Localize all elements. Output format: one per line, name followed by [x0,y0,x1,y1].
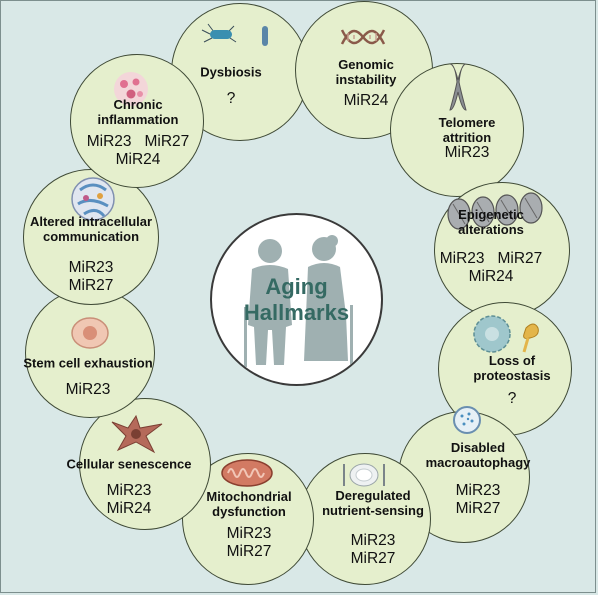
mirna-label: MiR23 [226,525,272,542]
inflammation-icon [110,70,152,113]
hallmark-title: Cellular senescence [66,457,191,472]
hallmark-mirna-list: MiR23 [66,381,111,399]
hallmark-title-line: Genomic [338,57,394,72]
elderly-couple-icon [244,235,353,367]
center-title: Aging Hallmarks [244,274,349,326]
hallmark-title-line: Loss of [488,353,536,368]
mirna-label: MiR23 MiR27 [86,133,190,150]
hallmark-title-line: Altered intracellular [29,214,153,229]
hallmark-title-line: Epigenetic [458,207,524,222]
mirna-label: MiR24 [468,268,514,285]
hallmark-mirna-list: ? [227,90,236,108]
mirna-label: MiR24 [343,92,389,109]
hallmark-mirna-list: MiR24 [344,92,389,110]
senescent-cell-icon [108,412,166,459]
hallmark-title-line: communication [42,229,140,244]
mirna-label: MiR23 [444,144,490,161]
mirna-label: MiR27 [350,550,396,567]
protein-aggregate-icon [470,312,544,361]
hallmark-title-line: Cellular senescence [66,456,192,472]
mirna-label: MiR24 [115,151,161,168]
hallmark-title-line: Mitochondrial [206,489,292,504]
hallmark-cellular-senescence [79,398,211,530]
mitochondrion-icon [220,458,274,493]
dna-icon [340,26,386,53]
mirna-label: MiR27 [455,500,501,517]
hallmark-title-line: Stem cell exhaustion [23,355,153,371]
hallmark-title-line: Telomere [438,115,496,130]
hallmark-title: Dysbiosis [200,65,261,80]
hallmark-title-line: alterations [458,222,524,237]
mirna-label: MiR23 [350,532,396,549]
hallmark-title-line: macroautophagy [425,455,531,470]
hallmark-title-line: Disabled [450,440,506,455]
chromosome-icon [446,62,470,117]
mirna-label: MiR23 [68,259,114,276]
mirna-label: MiR23 [455,482,501,499]
mirna-label: MiR23 [106,482,152,499]
cell-network-icon [70,176,116,227]
hallmark-title-line: attrition [442,130,492,145]
stem-cell-icon [70,316,110,355]
hallmark-stem-cell-exhaustion [25,288,155,418]
center-hallmarks-disc: Aging Hallmarks [210,213,383,386]
plate-icon [340,462,388,493]
hallmark-title: Stem cell exhaustion [23,356,152,371]
hallmark-title-line: dysfunction [212,504,286,519]
mirna-label: ? [226,90,236,107]
mirna-label: MiR23 MiR27 [439,250,543,267]
mirna-label: MiR27 [226,543,272,560]
nucleosome-icon [445,192,557,237]
bacteria-icon [200,22,275,57]
hallmark-title-line: instability [335,72,397,87]
hallmark-mirna-list: ? [508,390,517,408]
mirna-label: ? [507,390,517,407]
center-title-line1: Aging [265,273,328,299]
hallmark-mirna-list: MiR23 [445,144,490,162]
hallmark-title-line: nutrient-sensing [322,503,424,518]
mirna-label: MiR23 [65,381,111,398]
mirna-label: MiR24 [106,500,152,517]
hallmark-title-line: Dysbiosis [200,64,262,80]
mirna-label: MiR27 [68,277,114,294]
hallmark-title-line: proteostasis [473,368,551,383]
hallmark-title-line: Chronic [113,97,163,112]
center-title-line2: Hallmarks [243,299,350,325]
hallmark-title-line: inflammation [97,112,179,127]
hallmark-title-line: Deregulated [335,488,411,503]
autophagosome-icon [452,405,482,440]
